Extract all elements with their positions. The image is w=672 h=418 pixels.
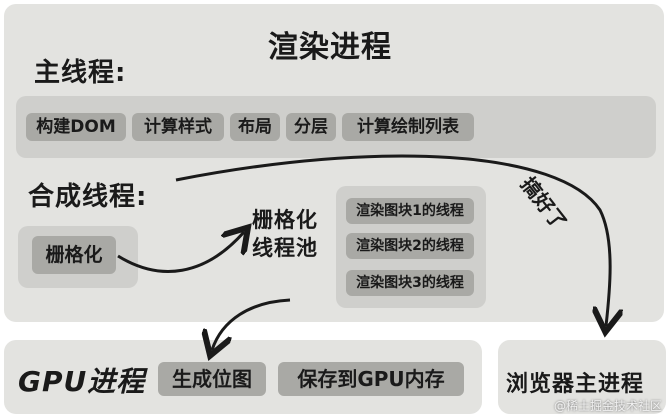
step-compute-style: 计算样式 bbox=[132, 113, 224, 141]
tile-thread-2: 渲染图块2的线程 bbox=[346, 233, 474, 259]
gpu-step-save-memory: 保存到GPU内存 bbox=[278, 362, 464, 396]
step-build-dom: 构建DOM bbox=[26, 113, 126, 141]
step-layering: 分层 bbox=[286, 113, 336, 141]
raster-pool-title-line1: 栅格化 bbox=[252, 208, 318, 232]
tile-thread-3: 渲染图块3的线程 bbox=[346, 270, 474, 296]
step-paint-list: 计算绘制列表 bbox=[342, 113, 474, 141]
gpu-step-bitmap: 生成位图 bbox=[158, 362, 266, 396]
raster-pool-title: 栅格化 线程池 bbox=[240, 206, 330, 262]
browser-process-panel bbox=[498, 340, 666, 414]
render-process-title: 渲染进程 bbox=[268, 30, 392, 65]
tile-thread-1: 渲染图块1的线程 bbox=[346, 198, 474, 224]
arrow-done-to-browser bbox=[175, 154, 610, 326]
arrow-raster-to-pool bbox=[117, 232, 244, 273]
browser-process-title: 浏览器主进程 bbox=[506, 372, 645, 397]
arrow-pool-to-gpu bbox=[212, 298, 291, 350]
gpu-process-title: GPU进程 bbox=[18, 365, 146, 398]
compositor-thread-title: 合成线程: bbox=[28, 182, 148, 212]
raster-pool-title-line2: 线程池 bbox=[252, 236, 318, 260]
raster-step: 栅格化 bbox=[32, 236, 116, 274]
watermark: @稀土掘金技术社区 bbox=[553, 399, 662, 413]
main-thread-title: 主线程: bbox=[34, 58, 127, 88]
step-layout: 布局 bbox=[230, 113, 280, 141]
